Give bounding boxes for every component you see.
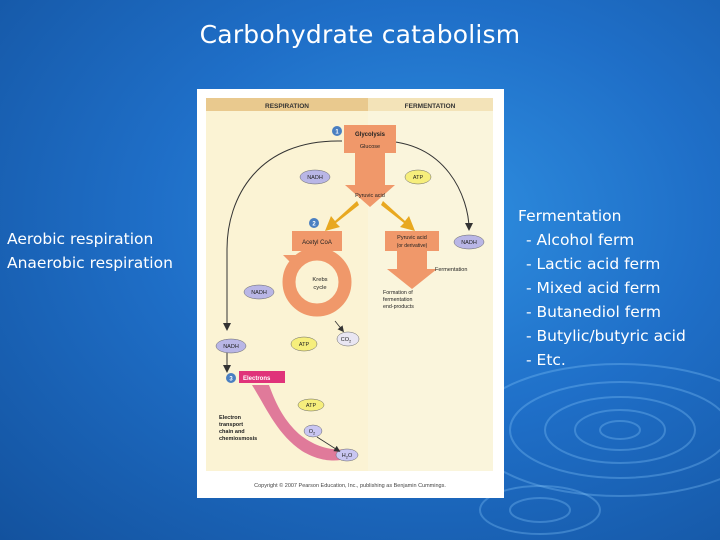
nadh-oval-lower xyxy=(215,338,247,354)
list-item-etc: - Etc. xyxy=(526,351,566,369)
formation-label-2: fermentation xyxy=(383,297,412,303)
etc-label-4: chemiosmosis xyxy=(219,436,257,442)
list-item-mixed-acid: - Mixed acid ferm xyxy=(526,279,661,297)
fermentation-panel xyxy=(368,98,493,471)
electron-transport-band xyxy=(252,385,347,461)
co2-label: CO2 xyxy=(341,337,352,344)
nadh-to-fermentation-arrow xyxy=(376,140,473,231)
etc-label-1: Electron xyxy=(219,415,242,421)
krebs-cycle-arrowhead xyxy=(283,255,297,265)
glycolysis-label: Glycolysis xyxy=(355,132,386,138)
list-item-alcohol: - Alcohol ferm xyxy=(526,231,635,249)
nadh-oval-fermentation xyxy=(453,234,485,250)
electrons-bar xyxy=(239,371,285,383)
nadh-loop-arrow xyxy=(223,140,343,331)
pyruvic-acid-label: Pyruvic acid xyxy=(355,193,385,199)
o2-to-h2o-arrow xyxy=(316,436,341,452)
list-item-butyric: - Butylic/butyric acid xyxy=(526,327,686,345)
figure-copyright: Copyright © 2007 Pearson Education, Inc.… xyxy=(254,482,446,489)
glycolysis-box xyxy=(344,125,396,153)
etc-label-2: transport xyxy=(219,422,243,428)
h2o-oval xyxy=(335,448,359,462)
svg-text:ATP: ATP xyxy=(299,342,310,348)
svg-text:NADH: NADH xyxy=(307,175,323,181)
co2-arrow xyxy=(334,320,344,333)
svg-text:2: 2 xyxy=(312,222,316,228)
respiration-header: RESPIRATION xyxy=(265,103,309,110)
list-heading-fermentation: Fermentation xyxy=(518,207,622,225)
gold-arrow-left xyxy=(325,201,359,231)
list-item-lactic: - Lactic acid ferm xyxy=(526,255,661,273)
list-item-butanediol: - Butanediol ferm xyxy=(526,303,661,321)
o2-oval xyxy=(303,424,323,438)
glucose-label: Glucose xyxy=(360,144,380,150)
etc-label-3: chain and xyxy=(219,429,245,435)
left-bullet-list: Aerobic respiration Anaerobic respiratio… xyxy=(7,227,173,275)
acetyl-coa-label: Acetyl CoA xyxy=(302,240,332,246)
svg-text:NADH: NADH xyxy=(251,290,267,296)
step-3-marker xyxy=(226,373,236,383)
step-2-marker xyxy=(309,218,319,228)
metabolism-figure: RESPIRATION FERMENTATION Glycolysis Gluc… xyxy=(197,89,504,498)
svg-text:1: 1 xyxy=(335,130,339,136)
svg-text:ATP: ATP xyxy=(306,403,317,409)
list-item-aerobic: Aerobic respiration xyxy=(7,230,154,248)
krebs-label-2: cycle xyxy=(313,285,326,291)
list-item-anaerobic: Anaerobic respiration xyxy=(7,254,173,272)
svg-text:NADH: NADH xyxy=(223,344,239,350)
fermentation-label: Fermentation xyxy=(435,267,467,273)
fermentation-header-bar xyxy=(368,98,493,111)
atp-oval-krebs xyxy=(290,336,318,352)
fermentation-header: FERMENTATION xyxy=(405,103,456,110)
nadh-oval-krebs xyxy=(243,284,275,300)
atp-oval-glycolysis xyxy=(404,169,432,185)
formation-label-1: Formation of xyxy=(383,290,413,296)
acetyl-coa-box xyxy=(292,231,342,251)
nadh-oval-glycolysis xyxy=(299,169,331,185)
svg-text:NADH: NADH xyxy=(461,240,477,246)
slide-title: Carbohydrate catabolism xyxy=(199,20,521,49)
krebs-label-1: Krebs xyxy=(312,277,327,283)
co2-oval xyxy=(336,331,360,347)
glycolysis-arrow xyxy=(345,153,395,207)
fermentation-arrow xyxy=(387,251,437,289)
svg-text:3: 3 xyxy=(229,377,233,383)
h2o-label: H2O xyxy=(342,453,353,460)
krebs-cycle-ring xyxy=(282,247,352,317)
electrons-label: Electrons xyxy=(243,376,271,382)
respiration-header-bar xyxy=(206,98,368,111)
atp-oval-etc xyxy=(297,398,325,412)
o2-label: O2 xyxy=(309,429,316,436)
right-bullet-list: Fermentation - Alcohol ferm - Lactic aci… xyxy=(518,204,686,372)
step-1-marker xyxy=(332,126,342,136)
pyruvic-derivative-box xyxy=(385,231,439,251)
svg-text:Pyruvic acid: Pyruvic acid xyxy=(397,235,427,241)
gold-arrow-right xyxy=(381,201,415,231)
formation-label-3: end-products xyxy=(383,304,414,310)
svg-text:ATP: ATP xyxy=(413,175,424,181)
svg-text:(or derivative): (or derivative) xyxy=(397,243,428,249)
